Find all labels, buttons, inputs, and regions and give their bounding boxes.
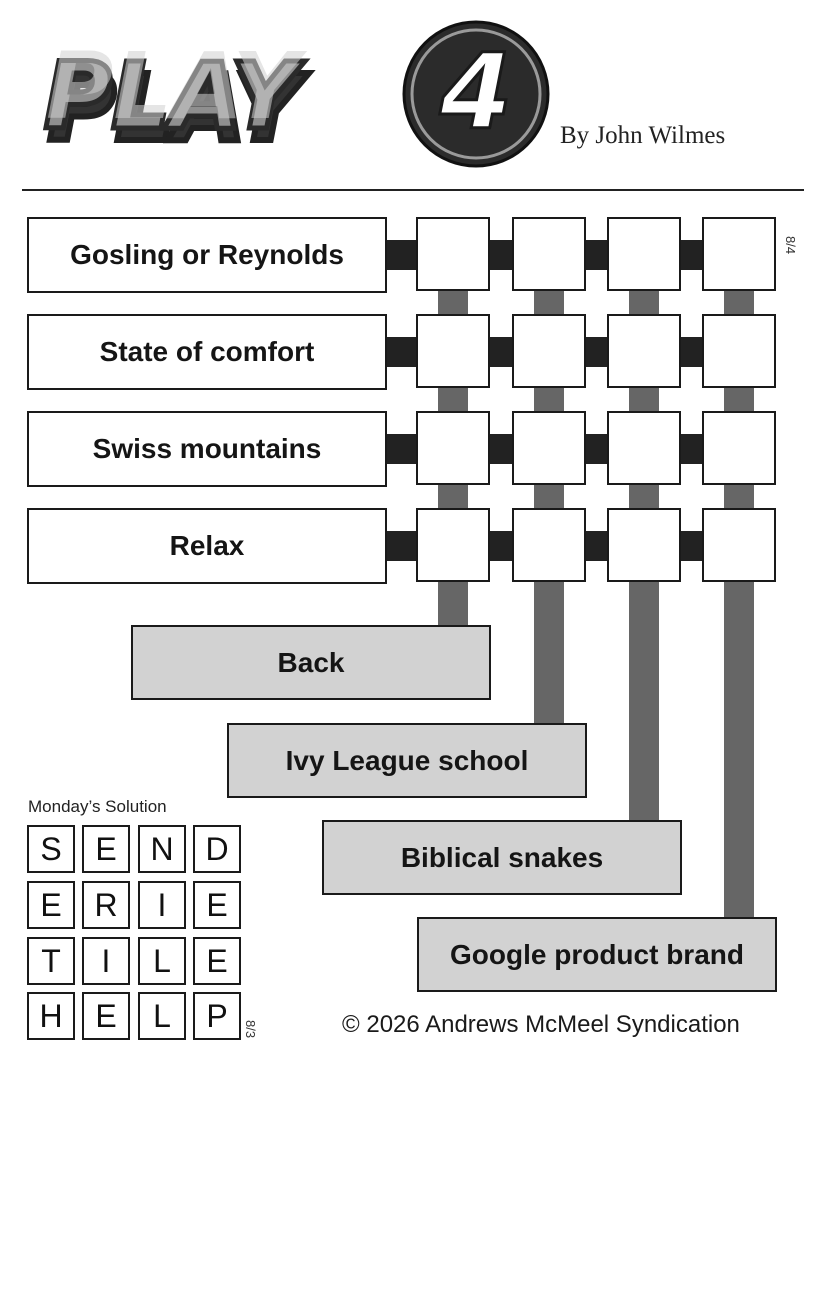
solution-cell: I [138, 881, 186, 929]
header-divider [22, 189, 804, 191]
grid-cell-r3c4[interactable] [702, 411, 776, 485]
grid-cell-r1c4[interactable] [702, 217, 776, 291]
down-clue-3: Biblical snakes [322, 820, 682, 895]
solution-cell: I [82, 937, 130, 985]
copyright-notice: © 2026 Andrews McMeel Syndication [342, 1011, 740, 1038]
grid-cell-r2c4[interactable] [702, 314, 776, 388]
grid-cell-r2c3[interactable] [607, 314, 681, 388]
solution-cell: N [138, 825, 186, 873]
solution-cell: T [27, 937, 75, 985]
grid-cell-r2c1[interactable] [416, 314, 490, 388]
grid-cell-r4c2[interactable] [512, 508, 586, 582]
solution-cell: D [193, 825, 241, 873]
grid-cell-r2c2[interactable] [512, 314, 586, 388]
grid-cell-r1c3[interactable] [607, 217, 681, 291]
solution-cell: H [27, 992, 75, 1040]
down-clue-2: Ivy League school [227, 723, 587, 798]
solution-cell: E [193, 881, 241, 929]
logo-letters: PLAY [44, 43, 306, 150]
puzzle-date: 8/4 [783, 236, 798, 255]
grid-cell-r1c1[interactable] [416, 217, 490, 291]
solution-cell: E [82, 825, 130, 873]
play4-logo: PLAY PLAY PLAY 4 [42, 20, 550, 168]
solution-cell: E [27, 881, 75, 929]
down-connector-4 [724, 290, 754, 920]
solution-cell: L [138, 937, 186, 985]
logo-four: 4 [439, 31, 512, 153]
solution-cell: R [82, 881, 130, 929]
grid-cell-r3c1[interactable] [416, 411, 490, 485]
solution-title: Monday’s Solution [28, 797, 167, 816]
down-clue-1: Back [131, 625, 491, 700]
across-clue-3: Swiss mountains [27, 411, 387, 487]
solution-cell: S [27, 825, 75, 873]
solution-cell: E [193, 937, 241, 985]
logo-shadow: PLAY [48, 55, 310, 162]
grid-cell-r1c2[interactable] [512, 217, 586, 291]
across-clue-4: Relax [27, 508, 387, 584]
grid-cell-r3c2[interactable] [512, 411, 586, 485]
across-clue-2: State of comfort [27, 314, 387, 390]
grid-cell-r4c1[interactable] [416, 508, 490, 582]
down-clue-4: Google product brand [417, 917, 777, 992]
byline: By John Wilmes [560, 122, 726, 149]
solution-date: 8/3 [243, 1020, 258, 1039]
grid-cell-r4c3[interactable] [607, 508, 681, 582]
grid-cell-r4c4[interactable] [702, 508, 776, 582]
solution-cell: P [193, 992, 241, 1040]
solution-cell: E [82, 992, 130, 1040]
solution-cell: L [138, 992, 186, 1040]
grid-cell-r3c3[interactable] [607, 411, 681, 485]
logo-highlight: PLAY [46, 33, 308, 140]
across-clue-1: Gosling or Reynolds [27, 217, 387, 293]
